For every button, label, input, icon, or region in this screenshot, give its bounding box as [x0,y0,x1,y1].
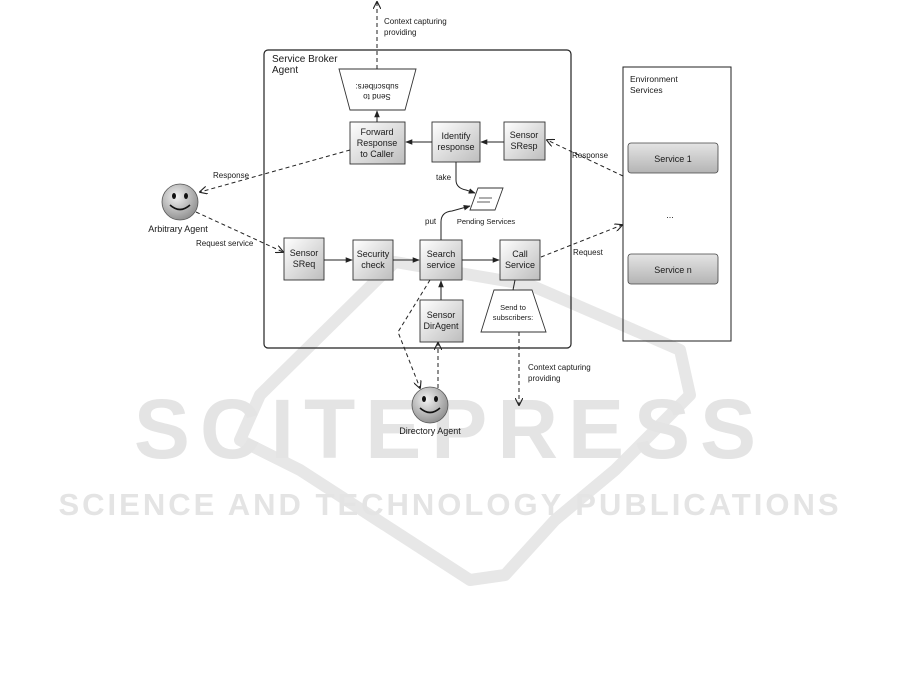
smiley-icon [411,386,449,424]
environment-services-title: Environment [630,74,678,84]
forward-response-box: Forward Response to Caller [349,121,406,165]
identify-response-label-2: response [437,142,474,152]
call-service-label: Call [512,249,528,259]
arrow-search-to-directory [397,279,431,388]
search-service-box: Search service [419,239,463,281]
arrow-identify-take-pending [455,162,476,194]
service-broker-title-line2: Agent [272,65,298,76]
sensor-sreq-label: Sensor [290,248,319,258]
service-broker-container: Service Broker Agent [263,49,572,349]
send-to-subscribers-bottom-label: Send to [500,303,526,312]
sensor-diragent-label: Sensor [427,310,456,320]
directory-agent-label: Directory Agent [399,426,461,436]
pending-services-label: Pending Services [457,217,516,226]
arbitrary-agent-label: Arbitrary Agent [148,224,208,234]
context-capturing-top-label: Context capturing [384,17,447,26]
sensor-sreq-label-2: SReq [293,259,316,269]
call-service-box: Call Service [499,239,541,281]
service-ellipsis: ... [666,210,674,220]
take-label: take [436,173,452,182]
response-left-label: Response [213,171,250,180]
request-label: Request [573,248,604,257]
connector-labels: Context capturing providing Response Res… [196,17,609,383]
identify-response-box: Identify response [431,121,481,163]
pending-services-store: Pending Services [457,187,516,226]
forward-response-label-3: to Caller [360,149,394,159]
watermark-tagline: SCIENCE AND TECHNOLOGY PUBLICATIONS [58,487,841,522]
search-service-label-2: service [427,260,456,270]
search-service-label: Search [427,249,456,259]
sensor-sreq-box: Sensor SReq [283,237,325,281]
environment-services-container: Environment Services Service 1 ... Servi… [622,66,732,342]
sensor-sresp-box: Sensor SResp [503,121,546,161]
service-1-label: Service 1 [654,154,692,164]
service-n-label: Service n [654,265,692,275]
service-broker-title: Service Broker [272,54,338,65]
put-label: put [425,217,437,226]
arbitrary-agent: Arbitrary Agent [148,183,208,234]
sensor-sresp-label-2: SResp [510,141,537,151]
arrow-search-put-pending [440,204,471,240]
forward-response-label: Forward [360,127,393,137]
context-capturing-bottom-label-2: providing [528,374,560,383]
security-check-label: Security [357,249,390,259]
arrow-call-to-trapezoid [512,279,516,291]
context-capturing-bottom-label: Context capturing [528,363,591,372]
send-to-subscribers-bottom: Send to subscribers: [480,289,547,333]
sensor-sresp-label: Sensor [510,130,539,140]
service-n-box [627,253,719,285]
connectors [195,2,624,405]
arrow-call-request [540,225,622,258]
smiley-icon [161,183,199,221]
response-right-label: Response [572,151,609,160]
security-check-label-2: check [361,260,385,270]
sensor-diragent-label-2: DirAgent [423,321,459,331]
forward-response-label-2: Response [357,138,398,148]
watermark-swoosh-shape [234,256,696,586]
context-capturing-top-label-2: providing [384,28,416,37]
directory-agent: Directory Agent [399,386,461,436]
identify-response-label: Identify [441,131,471,141]
call-service-label-2: Service [505,260,535,270]
send-to-subscribers-bottom-label-2: subscribers: [493,313,533,322]
send-to-subscribers-top-label: Send to [363,92,391,101]
sensor-diragent-box: Sensor DirAgent [419,299,464,343]
arrow-env-response [547,140,624,177]
arrow-forward-response [200,149,351,192]
security-check-box: Security check [352,239,394,281]
send-to-subscribers-top-label-2: subscribers: [355,82,398,91]
environment-services-title-line2: Services [630,85,663,95]
arrow-request-service [195,211,283,252]
request-service-label: Request service [196,239,254,248]
send-to-subscribers-top: Send to subscribers: [338,68,417,111]
service-1-box [627,142,719,174]
